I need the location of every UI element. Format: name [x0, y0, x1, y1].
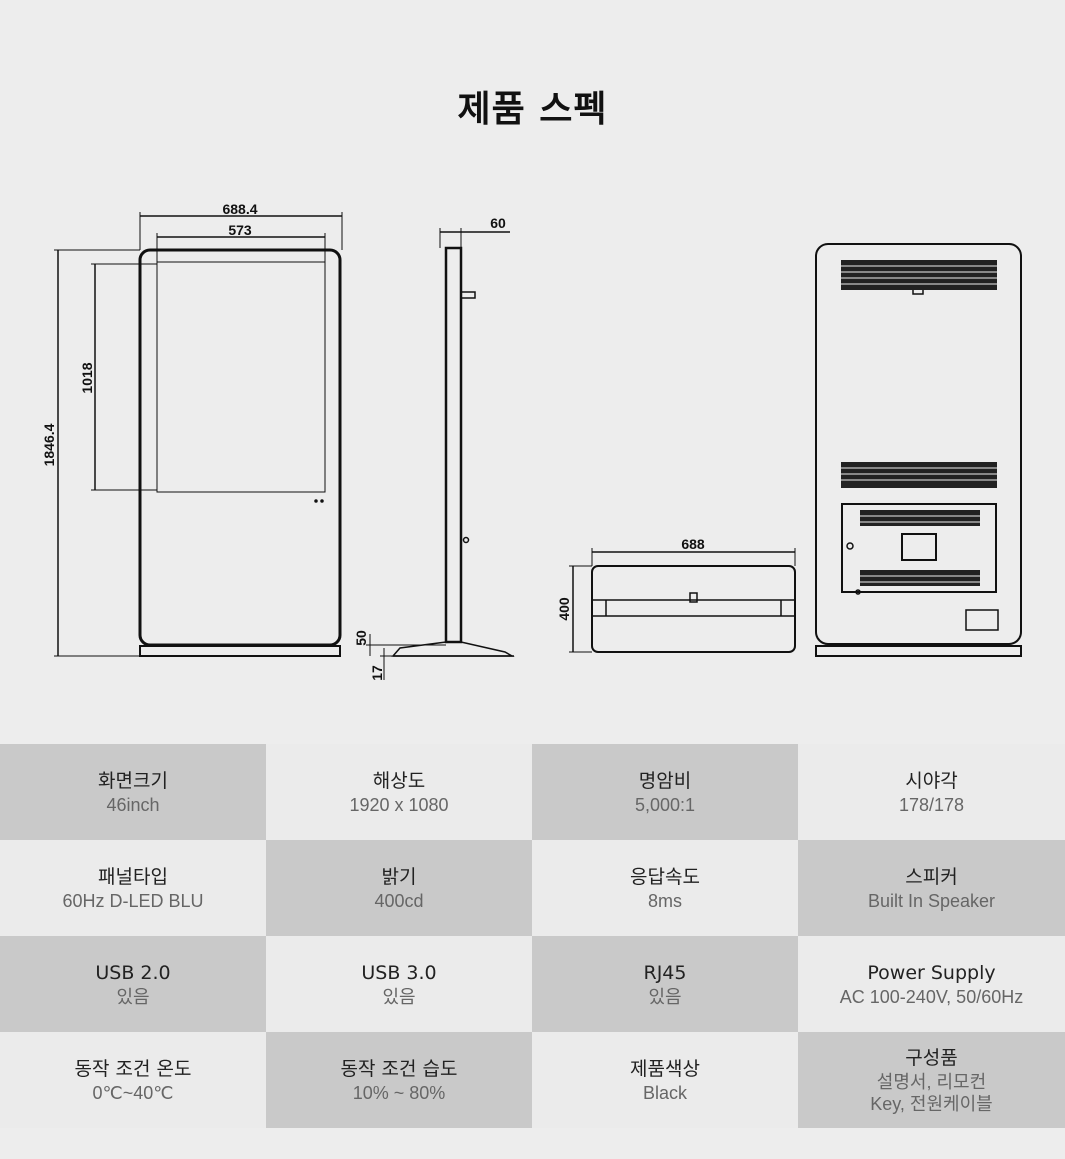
- spec-value: 5,000:1: [634, 794, 696, 815]
- spec-value: 46inch: [106, 794, 160, 815]
- spec-value: 0℃~40℃: [92, 1082, 174, 1103]
- spec-value: 있음: [116, 986, 150, 1007]
- spec-value: 178/178: [898, 794, 965, 815]
- spec-value: Black: [642, 1082, 687, 1103]
- rear-mid-vent: [841, 462, 997, 488]
- spec-label: USB 2.0: [95, 961, 171, 984]
- dim-bottom-depth: 400: [556, 597, 572, 621]
- spec-value: 8ms: [647, 890, 682, 911]
- dim-bottom-width: 688: [681, 536, 705, 552]
- spec-value: 설명서, 리모컨 Key, 전원케이블: [870, 1071, 993, 1114]
- dim-front-screen-width: 573: [228, 222, 252, 238]
- front-view: [54, 212, 343, 657]
- spec-label: 제품색상: [630, 1057, 700, 1080]
- spec-label: 화면크기: [98, 769, 168, 792]
- spec-label: 시야각: [905, 769, 958, 792]
- product-dimension-drawing: 688.4 573 1846.4 1018 60 50 17 688 400: [41, 201, 1022, 681]
- dim-side-base-top: 50: [353, 630, 369, 646]
- spec-label: 구성품: [905, 1046, 958, 1069]
- dim-front-total-height: 1846.4: [41, 423, 57, 466]
- bottom-view: [569, 548, 796, 653]
- side-view: [366, 228, 515, 680]
- spec-value: 60Hz D-LED BLU: [62, 890, 204, 911]
- page-title: 제품 스펙: [457, 89, 608, 130]
- dim-front-screen-height: 1018: [79, 362, 95, 393]
- spec-label: 해상도: [372, 769, 426, 792]
- spec-value: 있음: [648, 986, 682, 1007]
- dim-side-depth: 60: [490, 215, 506, 231]
- rear-box-vent-bottom: [860, 570, 980, 586]
- rear-box-vent-top: [860, 510, 980, 526]
- dim-front-total-width: 688.4: [222, 201, 257, 217]
- rear-view: [815, 243, 1022, 657]
- spec-label: 응답속도: [630, 865, 700, 888]
- spec-label: 밝기: [381, 865, 417, 888]
- spec-value: Built In Speaker: [867, 890, 996, 911]
- spec-value: 10% ~ 80%: [352, 1082, 446, 1103]
- spec-label: 명암비: [638, 769, 692, 792]
- spec-label: 동작 조건 온도: [74, 1057, 192, 1080]
- spec-label: 패널타입: [98, 865, 168, 888]
- spec-label: RJ45: [643, 961, 687, 984]
- dim-side-base-height: 17: [369, 665, 385, 681]
- spec-label: 스피커: [905, 865, 958, 888]
- spec-label: 동작 조건 습도: [340, 1057, 458, 1080]
- spec-value: 있음: [382, 986, 416, 1007]
- spec-value: AC 100-240V, 50/60Hz: [839, 986, 1024, 1007]
- spec-value: 1920 x 1080: [349, 794, 449, 815]
- spec-value: 400cd: [374, 890, 424, 911]
- spec-label: USB 3.0: [361, 961, 437, 984]
- spec-label: Power Supply: [867, 961, 996, 984]
- rear-top-vent: [841, 260, 997, 290]
